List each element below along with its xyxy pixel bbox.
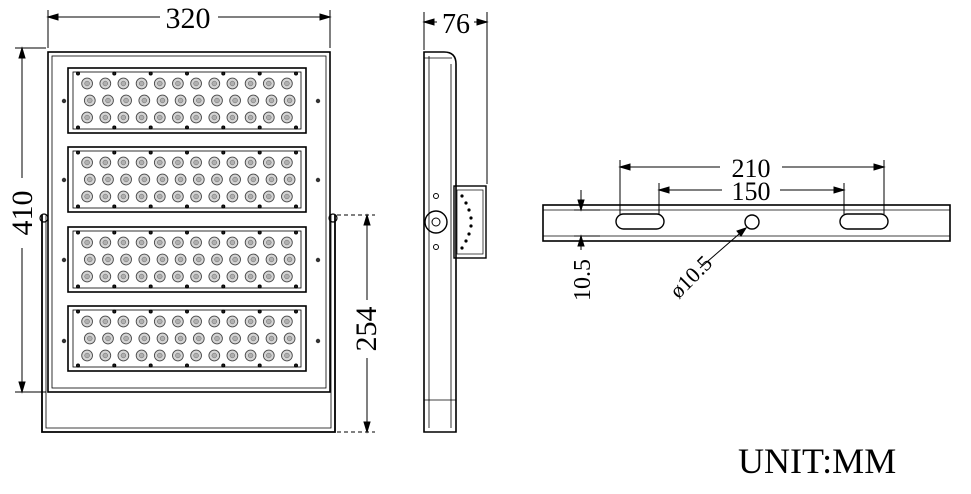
- center-hole: [744, 214, 760, 230]
- housing-inner: [51, 55, 327, 389]
- height-label: 410: [6, 191, 39, 236]
- width-label: 320: [166, 2, 211, 35]
- bracket-view: [542, 204, 951, 242]
- hole-diameter-leader: [699, 227, 748, 269]
- led-module: [67, 67, 307, 134]
- front-view: [39, 51, 338, 433]
- width-dimension: [46, 10, 332, 48]
- depth-label: 76: [442, 9, 470, 40]
- led-module: [67, 226, 307, 293]
- mounting-bracket: [41, 215, 336, 433]
- bracket-bar: [542, 204, 951, 242]
- side-view: [423, 51, 487, 433]
- height-dimension: [15, 46, 46, 394]
- hole-spacing-outer-label: 210: [732, 154, 771, 183]
- depth-dimension: [422, 12, 489, 184]
- hole-diameter-label: ø10.5: [664, 250, 717, 303]
- slot-right: [839, 213, 889, 230]
- bracket-height-dimension: [337, 214, 375, 433]
- bracket-thickness-label: 10.5: [570, 259, 596, 301]
- slot-left: [615, 213, 665, 230]
- led-modules: [67, 67, 307, 372]
- unit-label: UNIT:MM: [738, 441, 897, 481]
- hole-spacing-outer-dimension: [618, 160, 886, 214]
- led-module: [67, 146, 307, 213]
- bracket-thickness-dimension: [574, 190, 600, 250]
- bracket-height-label: 254: [350, 307, 383, 352]
- bracket-pivot-right: [328, 213, 338, 223]
- housing-outline: [47, 51, 331, 393]
- hole-spacing-inner-dimension: [657, 183, 846, 214]
- bracket-pivot-left: [39, 213, 49, 223]
- angle-marks: [460, 194, 473, 250]
- side-bracket: [453, 185, 487, 259]
- hole-spacing-inner-label: 150: [732, 177, 771, 206]
- led-module: [67, 305, 307, 372]
- side-pivot: [424, 210, 448, 234]
